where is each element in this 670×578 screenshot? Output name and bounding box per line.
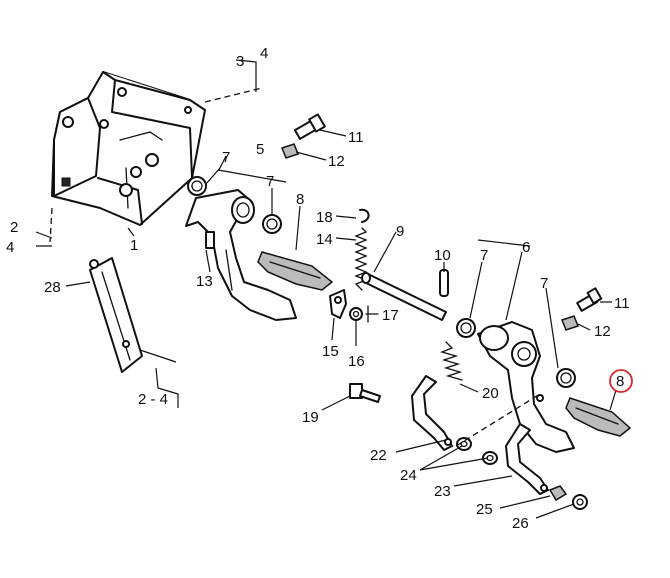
pedal-pad-8-right (565, 397, 632, 437)
callout-28: 28 (44, 279, 61, 296)
pedal-housing-bracket (51, 71, 206, 226)
callout-18: 18 (316, 209, 333, 226)
callout-16: 16 (348, 353, 365, 370)
callout-4-left: 4 (6, 239, 14, 256)
highlight-ring (609, 369, 633, 393)
bracket-15 (329, 289, 347, 319)
callout-9: 9 (396, 223, 404, 240)
callout-8-left: 8 (296, 191, 304, 208)
link-23 (505, 423, 549, 495)
callout-6: 6 (522, 239, 530, 256)
bolt-11-top (293, 113, 326, 140)
callout-10: 10 (434, 247, 451, 264)
plate-28 (89, 257, 143, 373)
axis-line-links (455, 393, 541, 447)
callout-23: 23 (434, 483, 451, 500)
callout-3: 3 (236, 53, 244, 70)
pin-13 (205, 231, 215, 249)
pin-17 (365, 305, 379, 323)
callout-2-4-bottom: 2 - 4 (138, 391, 168, 408)
pedal-5 (185, 189, 297, 321)
washer-24-b (482, 451, 498, 465)
callout-22: 22 (370, 447, 387, 464)
nut-12-right (561, 315, 579, 331)
callout-24: 24 (400, 467, 417, 484)
callout-11-top: 11 (348, 129, 364, 146)
callout-11-right: 11 (614, 295, 630, 312)
bushing-7-right-a (456, 318, 476, 338)
washer-16 (349, 307, 363, 321)
bushing-7-left (187, 176, 207, 196)
shaft-9 (361, 272, 447, 321)
callout-14: 14 (316, 231, 333, 248)
nut-12-top (281, 143, 299, 159)
callout-26: 26 (512, 515, 529, 532)
axis-line (204, 87, 263, 103)
callout-13: 13 (196, 273, 213, 290)
callout-2-left: 2 (10, 219, 18, 236)
washer-26 (572, 494, 588, 510)
callout-5: 5 (256, 141, 264, 158)
leader-lines (35, 59, 617, 519)
callout-17: 17 (382, 307, 399, 324)
link-22 (411, 375, 453, 451)
clip-18 (359, 208, 370, 223)
callout-7-d: 7 (540, 275, 548, 292)
callout-labels: 1 2 4 3 4 11 12 5 7 7 8 18 14 9 10 6 7 7… (6, 45, 630, 532)
bolt-19 (349, 383, 381, 403)
callout-12-top: 12 (328, 153, 345, 170)
callout-12-right: 12 (594, 323, 611, 340)
callout-8-highlighted[interactable]: 8 (616, 373, 624, 390)
bushing-7-mid (262, 214, 282, 234)
callout-25: 25 (476, 501, 493, 518)
nut-25 (548, 485, 568, 502)
bolt-11-right (576, 287, 603, 312)
pedal-pad-8-left (257, 251, 334, 291)
axis-line-left (49, 207, 53, 243)
callout-1: 1 (130, 237, 138, 254)
bushing-7-right-b (556, 368, 576, 388)
callout-19: 19 (302, 409, 319, 426)
callout-7-a: 7 (222, 149, 230, 166)
callout-7-c: 7 (480, 247, 488, 264)
callout-4-top: 4 (260, 45, 268, 62)
spring-20 (439, 341, 463, 381)
pedal-6 (477, 321, 575, 453)
callout-20: 20 (482, 385, 499, 402)
callout-7-b: 7 (266, 173, 274, 190)
callout-15: 15 (322, 343, 339, 360)
pin-10 (439, 269, 449, 297)
